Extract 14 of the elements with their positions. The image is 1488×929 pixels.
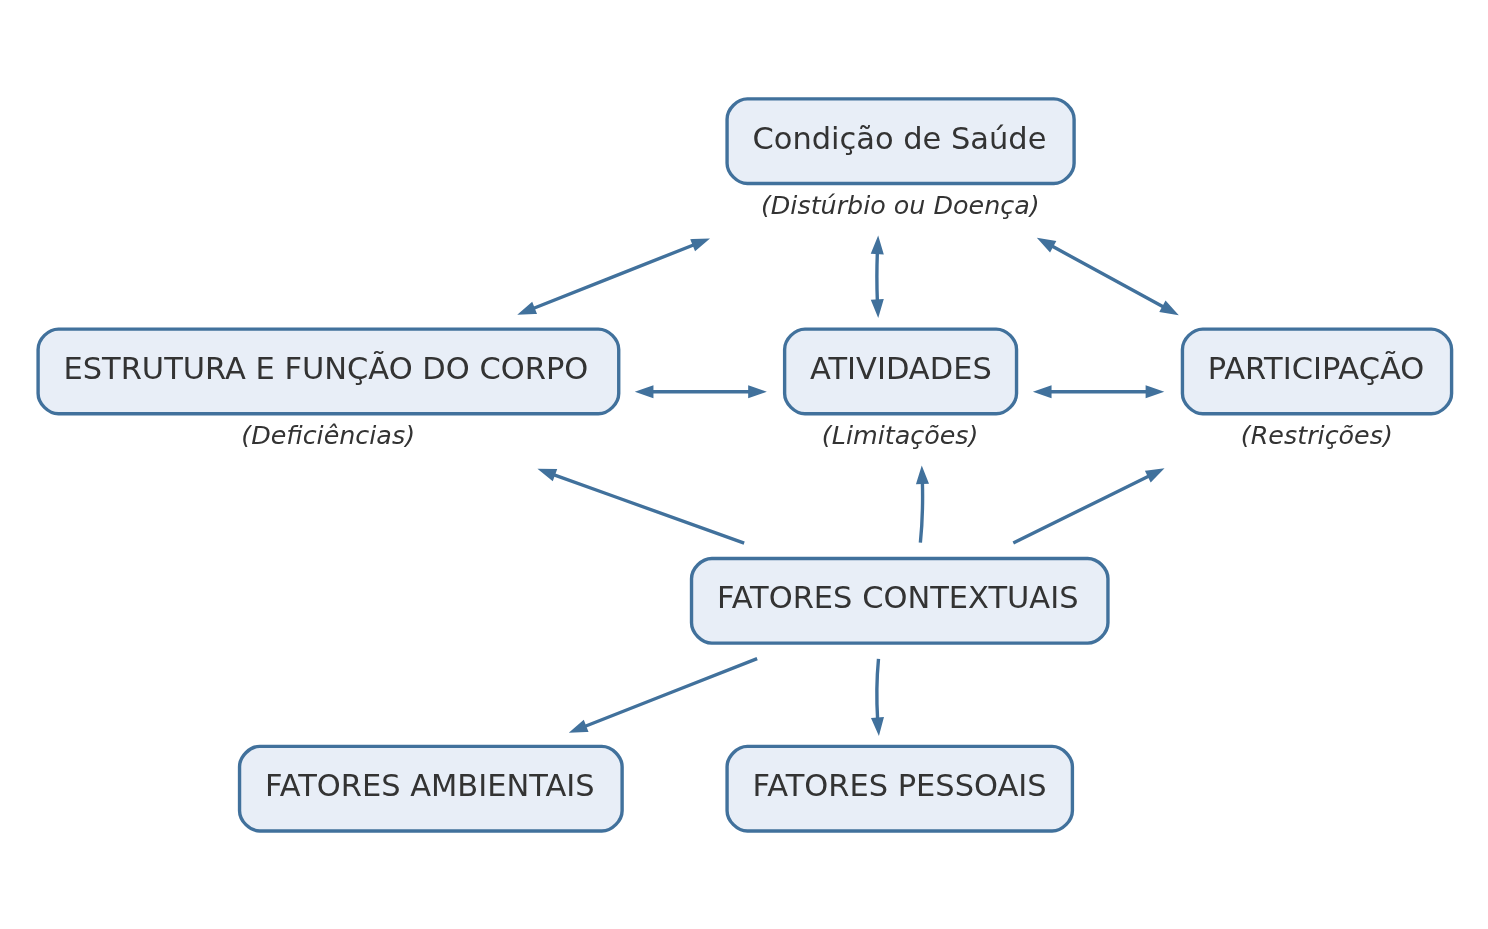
arrow <box>1012 468 1165 545</box>
arrow <box>634 385 767 399</box>
node-label: (Restrições) <box>1240 420 1393 451</box>
arrow <box>870 235 884 319</box>
node-label: (Distúrbio ou Doença) <box>760 189 1040 220</box>
node-label: (Deficiências) <box>241 420 416 451</box>
arrow <box>915 465 929 543</box>
arrow <box>1036 237 1179 316</box>
arrow <box>537 468 745 545</box>
arrow <box>870 658 884 737</box>
arrow <box>1032 385 1165 399</box>
node-label: (Limitações) <box>821 420 979 451</box>
arrow <box>568 657 758 733</box>
arrow <box>517 238 710 315</box>
